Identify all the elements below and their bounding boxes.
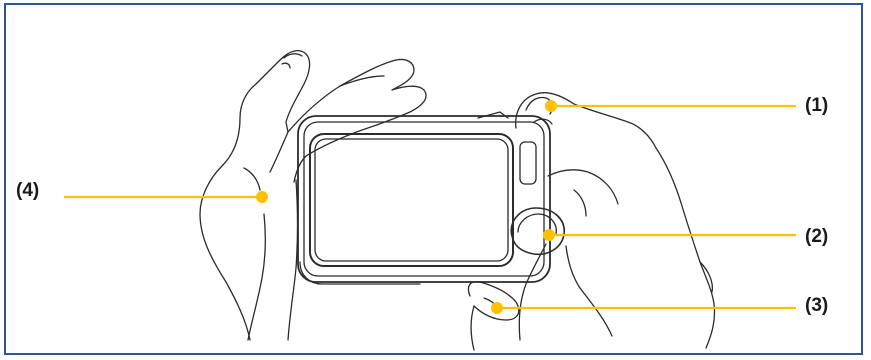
side-slot	[520, 142, 536, 184]
right-hand	[468, 93, 714, 350]
callout-dot-1	[545, 100, 557, 112]
shutter-button	[511, 208, 564, 254]
leader-line-3	[491, 302, 796, 314]
leader-line-4	[64, 191, 268, 203]
callout-dot-3	[491, 302, 503, 314]
callout-dot-4	[256, 191, 268, 203]
callout-label-4: (4)	[16, 181, 39, 200]
left-hand	[200, 51, 426, 340]
callout-dot-2	[543, 229, 555, 241]
callout-label-1: (1)	[805, 96, 828, 115]
leader-line-1	[545, 100, 796, 112]
callout-label-2: (2)	[805, 227, 828, 246]
callout-label-3: (3)	[805, 296, 828, 315]
leader-line-2	[543, 229, 796, 241]
device-body	[298, 112, 550, 284]
